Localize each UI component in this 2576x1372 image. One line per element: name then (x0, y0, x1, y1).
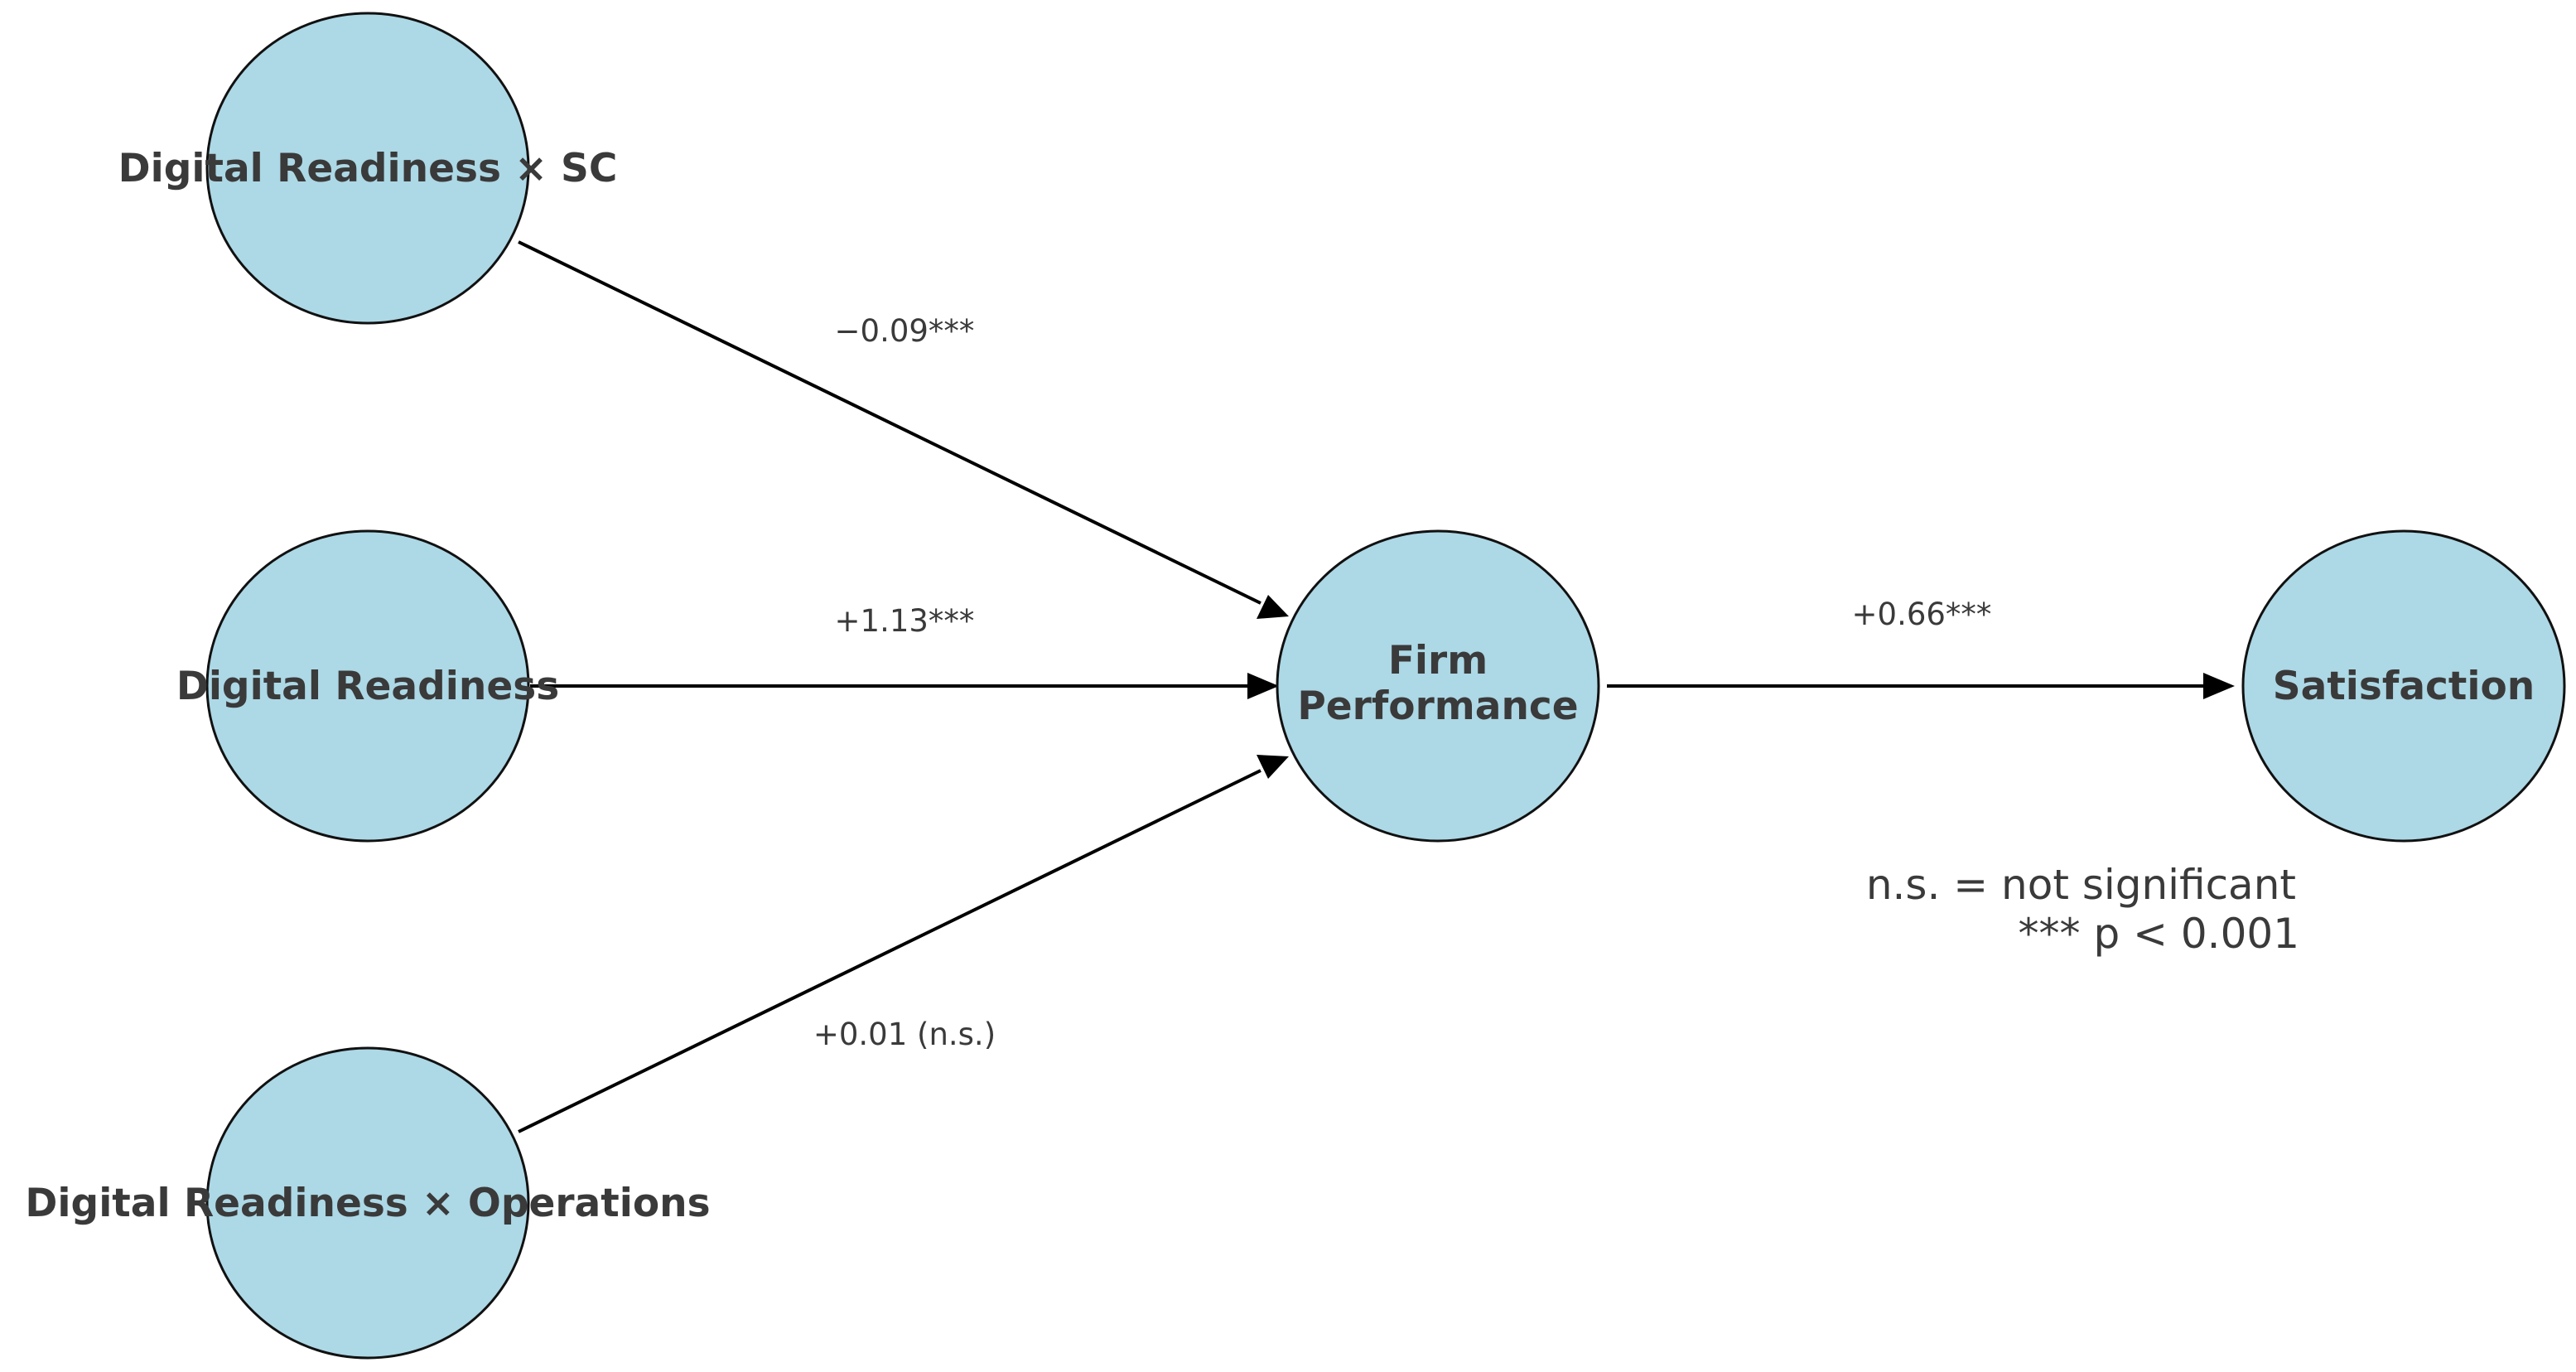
node-label-digital-readiness-sc: Digital Readiness × SC (118, 146, 618, 191)
edge-labels: −0.09*** +1.13*** +0.01 (n.s.) +0.66*** (813, 313, 1992, 1052)
edge-dr-ops-to-firm-performance (518, 755, 1289, 1133)
node-label-firm-performance-line2: Performance (1297, 684, 1578, 729)
arrowhead-fp-sat (2203, 673, 2235, 699)
node-circle-digital-readiness-sc (205, 12, 530, 325)
node-label-digital-readiness-operations: Digital Readiness × Operations (25, 1181, 710, 1226)
legend-line-p-value: *** p < 0.001 (2019, 910, 2299, 958)
node-satisfaction: Satisfaction (2241, 529, 2566, 843)
node-circle-satisfaction (2241, 529, 2566, 843)
node-label-firm-performance-line1: Firm (1388, 638, 1488, 684)
edge-firm-performance-to-satisfaction (1607, 673, 2235, 699)
edges (518, 240, 2235, 1133)
edge-dr-to-firm-performance (530, 673, 1279, 699)
coefficient-dr: +1.13*** (835, 603, 975, 639)
arrowhead-dr-sc (1257, 595, 1289, 619)
node-circle-digital-readiness (205, 529, 530, 843)
legend-line-not-significant: n.s. = not significant (1866, 861, 2296, 909)
arrowhead-dr (1247, 673, 1279, 699)
node-label-digital-readiness: Digital Readiness (176, 664, 559, 709)
edge-dr-sc-to-firm-performance (518, 240, 1289, 619)
arrowhead-dr-ops (1257, 755, 1289, 779)
node-circle-firm-performance (1276, 529, 1600, 843)
node-firm-performance: Firm Performance (1276, 529, 1600, 843)
node-digital-readiness-operations: Digital Readiness × Operations (25, 1046, 711, 1360)
edge-line-dr-sc (518, 240, 1261, 605)
edge-line-dr-ops (518, 769, 1261, 1133)
node-label-satisfaction: Satisfaction (2273, 664, 2535, 709)
node-circle-digital-readiness-operations (205, 1046, 530, 1360)
node-digital-readiness: Digital Readiness (176, 529, 559, 843)
nodes: Digital Readiness × SC Digital Readiness… (25, 12, 2566, 1360)
coefficient-dr-ops: +0.01 (n.s.) (813, 1017, 996, 1052)
coefficient-dr-sc: −0.09*** (835, 313, 975, 349)
coefficient-fp-sat: +0.66*** (1852, 597, 1992, 632)
node-digital-readiness-sc: Digital Readiness × SC (118, 12, 618, 325)
significance-legend: n.s. = not significant *** p < 0.001 (1866, 861, 2299, 958)
